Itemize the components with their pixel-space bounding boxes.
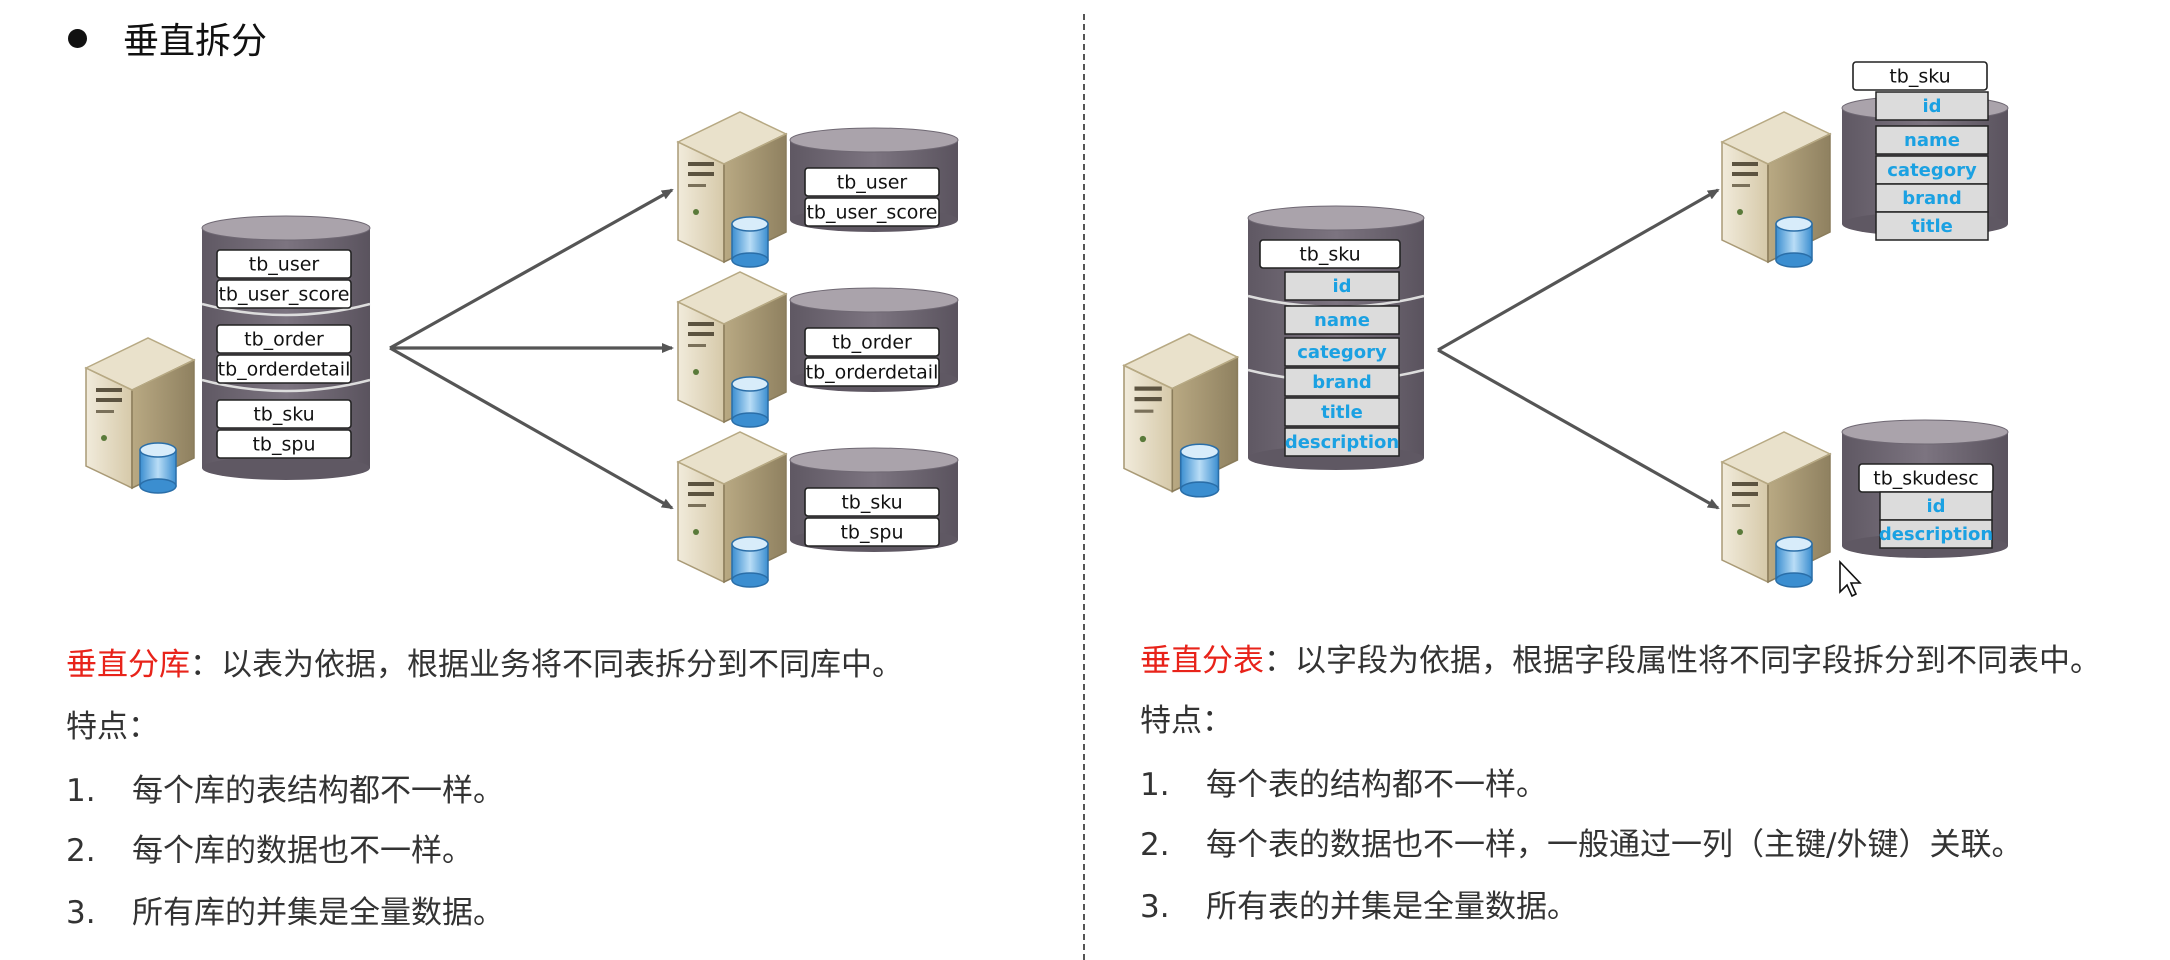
source-table-3-label: tb_order: [244, 329, 324, 351]
sku-source-server-icon: [1122, 333, 1240, 498]
sku-source-field-4-box: [1284, 367, 1400, 397]
left-description-text: ：以表为依据，根据业务将不同表拆分到不同库中。: [190, 647, 903, 683]
bullet-icon: [68, 28, 87, 48]
sku-source-table-label: tb_sku: [1299, 244, 1360, 266]
disk-icon: [1775, 216, 1813, 268]
right-item-1: 1.每个表的结构都不一样。: [1140, 767, 1547, 803]
target-3-table-2-label: tb_spu: [840, 522, 903, 544]
right-item-2: 2.每个表的数据也不一样，一般通过一列（主键/外键）关联。: [1140, 827, 2023, 863]
sku-target-server-icon: [1720, 111, 1832, 268]
mouse-cursor-icon: [1839, 560, 1862, 598]
section-divider: [1083, 14, 1085, 960]
page-title: 垂直拆分: [123, 21, 268, 62]
sku-target-field-5-box: [1875, 211, 1989, 241]
target-1-table-2-label: tb_user_score: [806, 202, 937, 224]
target-2-table-2-label: tb_orderdetail: [806, 362, 939, 384]
target-2-table-1-label: tb_order: [832, 332, 912, 354]
source-table-6-box: [216, 429, 352, 459]
right-item-3: 3.所有表的并集是全量数据。: [1140, 889, 1578, 925]
right-description: 垂直分表：以字段为依据，根据字段属性将不同字段拆分到不同表中。: [1140, 640, 2101, 682]
sku-target-field-3-label: category: [1887, 160, 1977, 181]
sku-target-field-4-box: [1875, 183, 1989, 213]
source-table-5-label: tb_sku: [253, 404, 314, 426]
disk-icon: [731, 216, 769, 268]
skudesc-target-field-2-box: [1879, 519, 1993, 549]
page-title-row: 垂直拆分: [68, 12, 267, 64]
target-3-table-1-label: tb_sku: [841, 492, 902, 514]
source-table-3-box: [216, 324, 352, 354]
arrow-to-skudesc-table: [1437, 348, 1720, 510]
skudesc-target-field-1-label: id: [1926, 496, 1945, 517]
cylinder-segment-line: [201, 378, 371, 393]
target-2-table-2-box: [804, 357, 940, 387]
right-heading: 垂直分表: [1140, 643, 1264, 679]
disk-icon: [1179, 443, 1220, 498]
source-table-1-box: [216, 249, 352, 279]
source-table-5-box: [216, 399, 352, 429]
arrow-to-sku-table: [1437, 188, 1720, 352]
disk-icon: [731, 536, 769, 588]
source-table-4-box: [216, 354, 352, 384]
source-table-4-label: tb_orderdetail: [218, 359, 351, 381]
target-3-table-2-box: [804, 517, 940, 547]
arrow-to-user-db: [389, 188, 674, 350]
skudesc-target-table-label: tb_skudesc: [1873, 468, 1978, 490]
target-1-table-1-box: [804, 167, 940, 197]
left-features-label: 特点：: [66, 709, 159, 745]
target-server-icon-2: [676, 271, 788, 428]
sku-target-field-2-label: name: [1904, 130, 1960, 151]
left-item-3: 3.所有库的并集是全量数据。: [66, 895, 504, 931]
right-description-text: ：以字段为依据，根据字段属性将不同字段拆分到不同表中。: [1264, 643, 2101, 679]
sku-target-field-3-box: [1875, 155, 1989, 185]
source-table-2-label: tb_user_score: [218, 284, 349, 306]
sku-source-field-1-box: [1284, 271, 1400, 301]
sku-target-field-1-box: [1875, 91, 1989, 121]
left-item-1: 1.每个库的表结构都不一样。: [66, 773, 504, 809]
target-server-icon-3: [676, 431, 788, 588]
skudesc-target-server-icon: [1720, 431, 1832, 588]
left-description: 垂直分库：以表为依据，根据业务将不同表拆分到不同库中。: [66, 644, 903, 686]
sku-target-field-5-label: title: [1911, 216, 1953, 237]
disk-icon: [1775, 536, 1813, 588]
sku-source-field-2-box: [1284, 305, 1400, 335]
target-2-table-1-box: [804, 327, 940, 357]
disk-icon: [139, 442, 177, 494]
sku-source-field-6-label: description: [1285, 432, 1399, 453]
disk-icon: [731, 376, 769, 428]
sku-source-field-3-box: [1284, 337, 1400, 367]
sku-target-field-2-box: [1875, 125, 1989, 155]
target-3-table-1-box: [804, 487, 940, 517]
target-1-table-2-box: [804, 197, 940, 227]
left-item-2: 2.每个库的数据也不一样。: [66, 833, 473, 869]
target-1-table-1-label: tb_user: [837, 172, 908, 194]
sku-source-field-5-box: [1284, 397, 1400, 427]
source-table-2-box: [216, 279, 352, 309]
sku-source-field-4-label: brand: [1312, 372, 1372, 393]
sku-target-field-4-label: brand: [1902, 188, 1962, 209]
sku-source-field-3-label: category: [1297, 342, 1387, 363]
sku-target-table-label: tb_sku: [1889, 66, 1950, 88]
source-table-6-label: tb_spu: [252, 434, 315, 456]
source-table-1-label: tb_user: [249, 254, 320, 276]
target-server-icon-1: [676, 111, 788, 268]
skudesc-target-field-2-label: description: [1879, 524, 1993, 545]
left-heading: 垂直分库: [66, 647, 190, 683]
sku-source-field-5-label: title: [1321, 402, 1363, 423]
arrow-to-sku-db: [389, 346, 674, 510]
sku-source-field-2-label: name: [1314, 310, 1370, 331]
right-features-label: 特点：: [1140, 703, 1233, 739]
sku-source-field-6-box: [1284, 427, 1400, 457]
sku-target-field-1-label: id: [1922, 96, 1941, 117]
sku-target-table-box: [1852, 61, 1988, 91]
source-server-icon: [84, 337, 196, 494]
sku-source-table-box: [1259, 239, 1401, 269]
sku-source-field-1-label: id: [1332, 276, 1351, 297]
